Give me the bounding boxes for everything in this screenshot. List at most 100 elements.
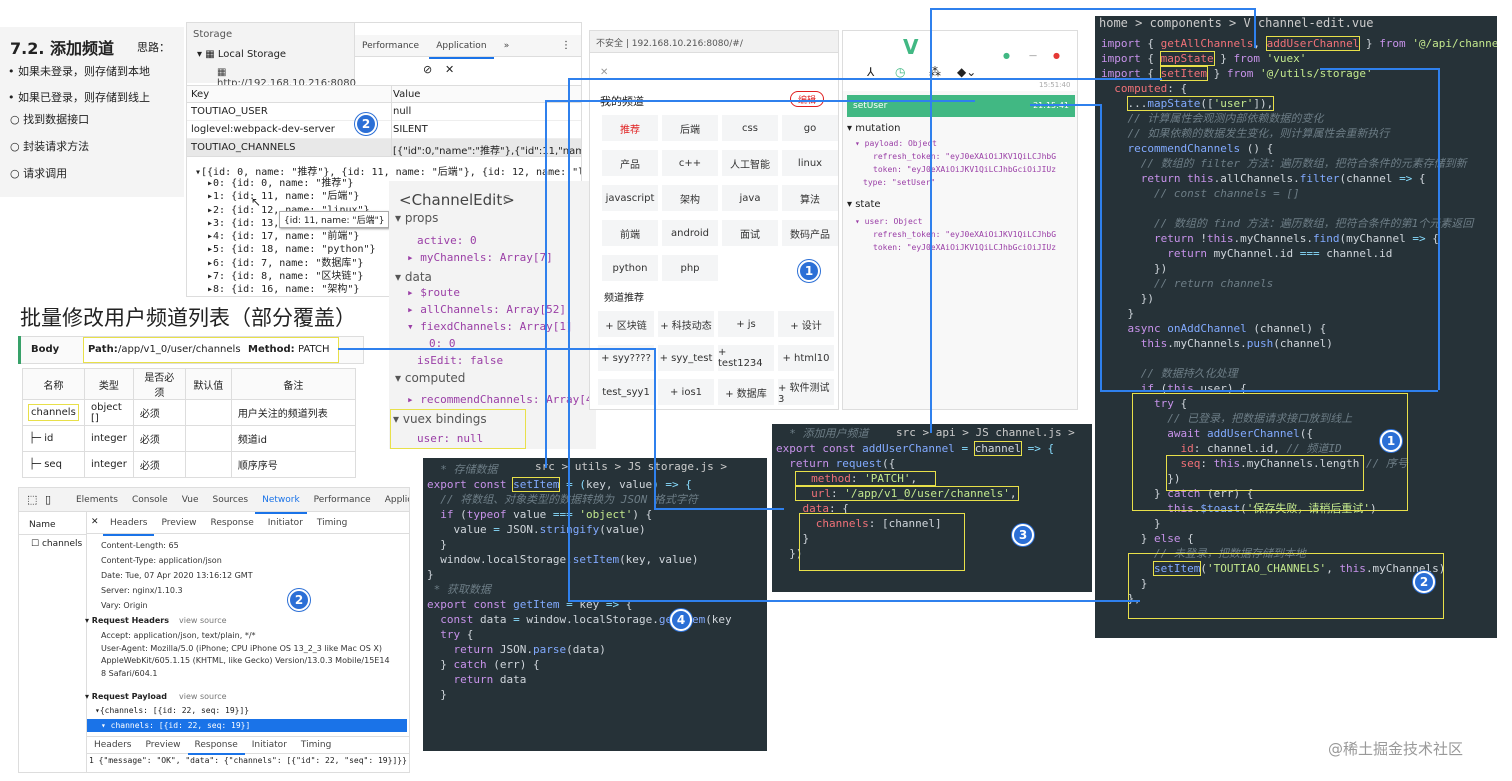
recommend-chip[interactable]: + js bbox=[718, 311, 774, 337]
prop-active[interactable]: active: 0 bbox=[417, 234, 477, 247]
devtools-tab[interactable]: Network bbox=[255, 488, 307, 514]
detail-tab[interactable]: Preview bbox=[161, 518, 197, 528]
payload-highlight bbox=[1166, 455, 1364, 491]
col-key: Key bbox=[191, 89, 210, 100]
recommend-chip[interactable]: + syy_test bbox=[658, 345, 714, 371]
channel-chip[interactable]: java bbox=[722, 185, 778, 211]
minimize-icon[interactable]: — bbox=[1029, 51, 1037, 60]
recommend-chip[interactable]: + test1234 bbox=[718, 345, 774, 371]
channel-chip[interactable]: linux bbox=[782, 150, 838, 176]
data-allchannels[interactable]: ▸ allChannels: Array[52] bbox=[407, 303, 566, 316]
channel-chip[interactable]: 架构 bbox=[662, 185, 718, 211]
storage-row[interactable]: TOUTIAO_USER null bbox=[187, 103, 581, 121]
components-icon[interactable]: ⅄ bbox=[867, 65, 875, 79]
payload-title[interactable]: ▾ Request Payload bbox=[85, 692, 167, 701]
devtools-tab[interactable]: Application bbox=[384, 495, 409, 505]
recommend-chip[interactable]: + 科技动态 bbox=[658, 311, 714, 337]
channel-chip[interactable]: 推荐 bbox=[602, 115, 658, 141]
payload-line-1[interactable]: ▾{channels: [{id: 22, seq: 19}]} bbox=[95, 706, 250, 715]
channel-chip[interactable]: go bbox=[782, 115, 838, 141]
detail-tab[interactable]: Headers bbox=[103, 512, 155, 536]
channel-chip[interactable]: 产品 bbox=[602, 150, 658, 176]
request-item[interactable]: ☐ channels bbox=[31, 539, 83, 549]
req-headers-title[interactable]: ▾ Request Headers bbox=[85, 616, 169, 625]
history-icon[interactable]: ◷ bbox=[895, 65, 906, 79]
inspect-element-icon[interactable]: ⬚ bbox=[27, 493, 38, 506]
origin-item[interactable]: ▦ http://192.168.10.216:8080 bbox=[217, 67, 356, 89]
channel-chip[interactable]: 后端 bbox=[662, 115, 718, 141]
recommend-chip[interactable]: + 设计 bbox=[778, 311, 834, 337]
step-badge: 4 bbox=[670, 609, 692, 631]
recommend-chip[interactable]: + 数据库 bbox=[718, 379, 774, 405]
devtools-tab[interactable]: Vue bbox=[181, 495, 199, 505]
json-head[interactable]: ▾[{id: 0, name: "推荐"}, {id: 11, name: "后… bbox=[195, 167, 582, 178]
detail-tab[interactable]: Response bbox=[210, 518, 254, 528]
vuex-user[interactable]: user: null bbox=[417, 432, 484, 445]
channel-chip[interactable]: php bbox=[662, 255, 718, 281]
detail-tab[interactable]: Response bbox=[187, 737, 245, 755]
mobile-app: 不安全 | 192.168.10.216:8080/#/ ✕ 我的频道 编辑 推… bbox=[589, 30, 839, 410]
detail-tab[interactable]: Timing bbox=[300, 740, 332, 750]
url-bar[interactable]: 不安全 | 192.168.10.216:8080/#/ bbox=[596, 39, 743, 49]
data-route[interactable]: ▸ $route bbox=[407, 286, 460, 299]
inspect-icon[interactable]: C bbox=[503, 194, 510, 205]
detail-tab[interactable]: Initiator bbox=[251, 740, 287, 750]
channel-chip[interactable]: 人工智能 bbox=[722, 150, 778, 176]
events-icon[interactable]: ⁂ bbox=[929, 65, 941, 79]
storage-row[interactable]: loglevel:webpack-dev-server SILENT bbox=[187, 121, 581, 139]
routing-icon[interactable]: ◆⌄ bbox=[957, 65, 977, 79]
data-fiexdchannels[interactable]: ▾ fiexdChannels: Array[1] bbox=[407, 320, 573, 333]
record-icon[interactable]: ● bbox=[1053, 51, 1060, 60]
channel-chip[interactable]: 面试 bbox=[722, 220, 778, 246]
devtools-tab[interactable]: Console bbox=[131, 495, 168, 505]
recommend-chip[interactable]: + html10 bbox=[778, 345, 834, 371]
recommend-chip[interactable]: + 软件测试3 bbox=[778, 379, 834, 405]
payload-line-2[interactable]: ▾ channels: [{id: 22, seq: 19}] bbox=[87, 719, 407, 732]
close-details-icon[interactable]: ✕ bbox=[91, 517, 99, 527]
data-isedit[interactable]: isEdit: false bbox=[417, 354, 504, 367]
tab-more[interactable]: » bbox=[503, 41, 510, 51]
recommend-chip[interactable]: + 区块链 bbox=[598, 311, 654, 337]
channel-chip[interactable]: css bbox=[722, 115, 778, 141]
tab-performance[interactable]: Performance bbox=[362, 41, 420, 51]
close-icon[interactable]: ✕ bbox=[445, 63, 455, 76]
storage-row-selected[interactable]: TOUTIAO_CHANNELS [{"id":0,"name":"推荐"},{… bbox=[187, 139, 581, 157]
channel-chip[interactable]: 算法 bbox=[782, 185, 838, 211]
kebab-icon[interactable]: ⋮ bbox=[561, 40, 571, 51]
detail-tab[interactable]: Timing bbox=[316, 518, 348, 528]
clear-icon[interactable]: ⊘ bbox=[423, 63, 433, 76]
recommend-chip[interactable]: + ios1 bbox=[658, 379, 714, 405]
detail-tab[interactable]: Initiator bbox=[267, 518, 303, 528]
devtools-tab[interactable]: Sources bbox=[212, 495, 249, 505]
device-icon[interactable]: ▯ bbox=[45, 493, 52, 506]
devtools-tab[interactable]: Elements bbox=[76, 495, 118, 505]
channel-chip[interactable]: c++ bbox=[662, 150, 718, 176]
view-source-link[interactable]: view source bbox=[179, 616, 227, 625]
mutation-entry[interactable]: setUser 21:15:41 bbox=[847, 95, 1075, 117]
recommend-chip[interactable]: test_syy1 bbox=[598, 379, 654, 405]
detail-tab[interactable]: Preview bbox=[145, 740, 181, 750]
storage-icon: ▦ bbox=[205, 49, 215, 60]
devtools-tab[interactable]: Performance bbox=[313, 495, 371, 505]
tab-application[interactable]: Application bbox=[429, 35, 494, 59]
payload-refresh: refresh_token: "eyJ0eXAiOiJKV1QiLCJhbG bbox=[873, 152, 1057, 161]
edit-button[interactable]: 编辑 bbox=[790, 91, 824, 107]
view-source-link-2[interactable]: view source bbox=[179, 692, 227, 701]
channel-chip[interactable]: javascript bbox=[602, 185, 658, 211]
channel-chip[interactable]: 前端 bbox=[602, 220, 658, 246]
detail-tab[interactable]: Headers bbox=[94, 740, 132, 750]
my-channels-title: 我的频道 bbox=[600, 95, 644, 108]
channel-chip[interactable]: 数码产品 bbox=[782, 220, 838, 246]
body-tab[interactable]: Body bbox=[31, 344, 60, 355]
grid-icon: ▦ bbox=[217, 67, 227, 78]
intro-panel: 7.2. 添加频道 思路： • 如果未登录，则存储到本地 • 如果已登录，则存储… bbox=[0, 27, 184, 197]
state-token: token: "eyJ0eXAiOiJKV1QiLCJhbGciOiJIUz bbox=[873, 243, 1057, 252]
computed-recommend[interactable]: ▸ recommendChannels: Array[46] bbox=[407, 393, 596, 406]
local-storage-item[interactable]: ▾ ▦ Local Storage bbox=[197, 49, 287, 60]
prop-mychannels[interactable]: ▸ myChannels: Array[7] bbox=[407, 251, 553, 264]
channel-chip[interactable]: python bbox=[602, 255, 658, 281]
close-popup-icon[interactable]: ✕ bbox=[600, 67, 609, 78]
if-user-highlight bbox=[1132, 393, 1408, 511]
channel-chip[interactable]: android bbox=[662, 220, 718, 246]
